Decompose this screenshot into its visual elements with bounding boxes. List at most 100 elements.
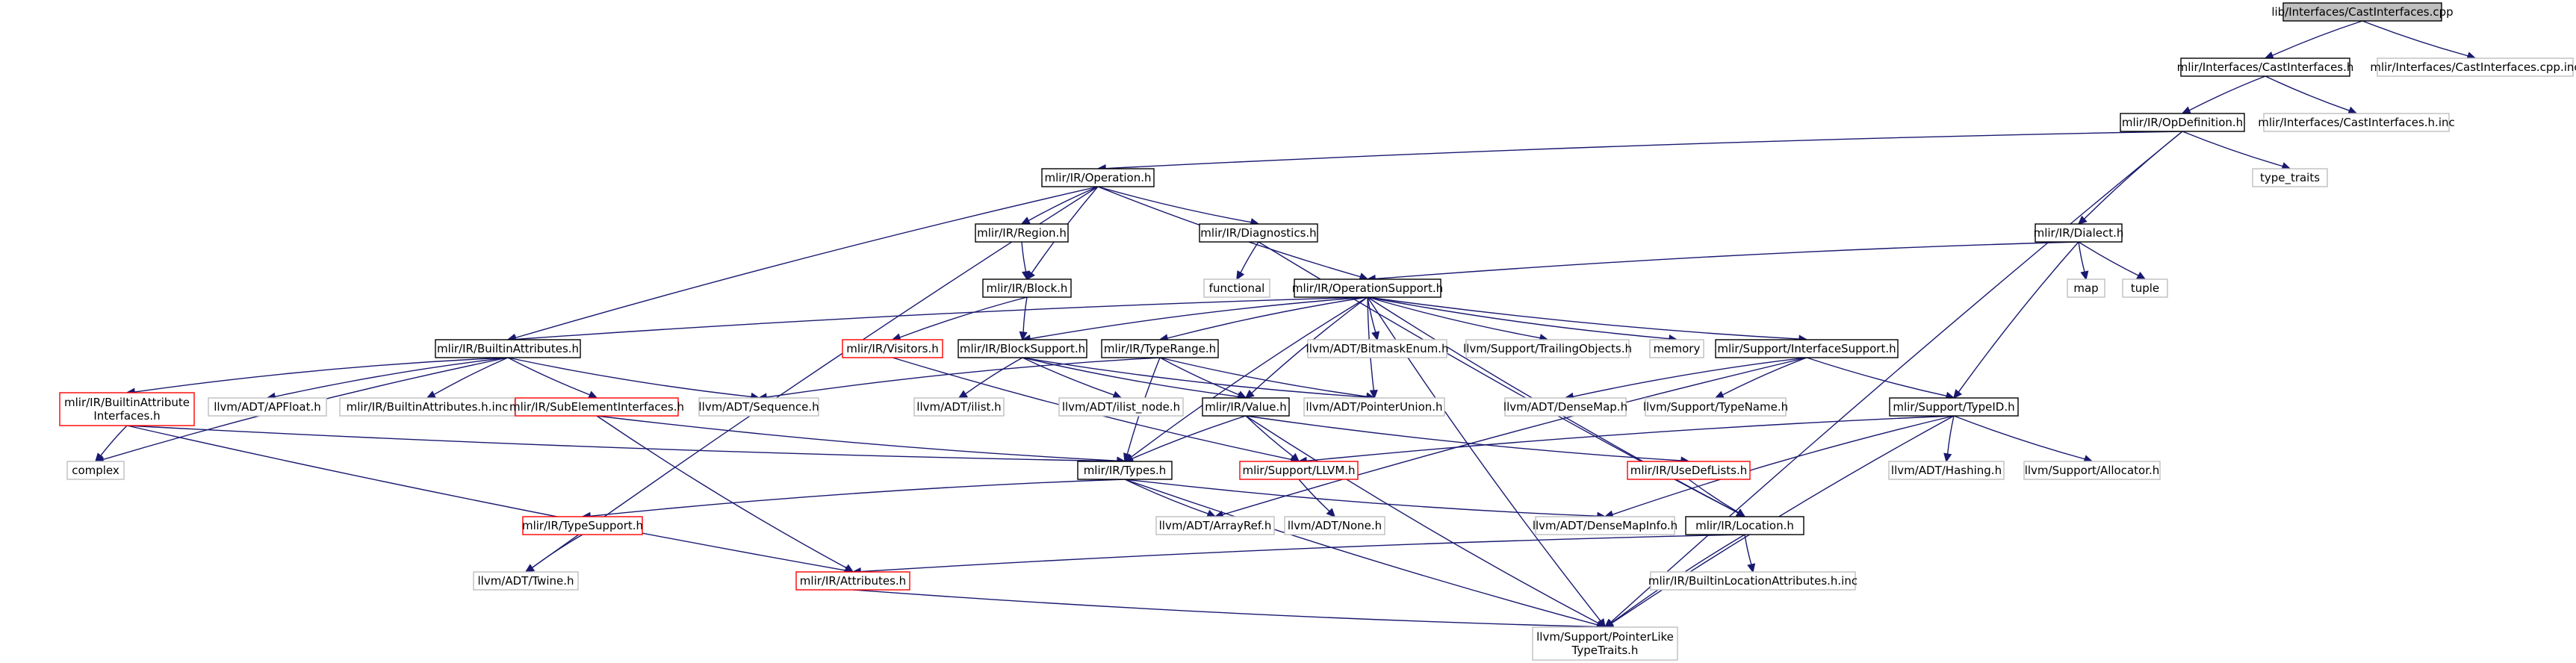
node-label: llvm/ADT/DenseMap.h	[1503, 400, 1627, 414]
node-label: mlir/IR/BlockSupport.h	[960, 342, 1085, 355]
edge-builtinattributeinterfaces-h-to-attributes-h	[126, 425, 854, 575]
edge-castinterfaces-cpp-to-castinterfaces-cpp-inc	[2362, 20, 2477, 60]
edge-subelementinterfaces-h-to-types-h	[596, 415, 1126, 465]
edge-line	[1688, 479, 1739, 514]
node-block-h[interactable]: mlir/IR/Block.h	[982, 278, 1072, 298]
node-none-h: llvm/ADT/None.h	[1284, 516, 1385, 535]
node-operation-h[interactable]: mlir/IR/Operation.h	[1041, 168, 1155, 187]
node-dialect-h[interactable]: mlir/IR/Dialect.h	[2034, 223, 2124, 243]
edge-line	[274, 357, 509, 398]
node-interfacesupport-h[interactable]: mlir/Support/InterfaceSupport.h	[1715, 339, 1899, 358]
node-label: mlir/IR/Location.h	[1695, 519, 1794, 532]
edge-line	[1022, 357, 1114, 396]
edge-line	[1124, 479, 1598, 626]
edge-line	[1245, 415, 1294, 458]
node-label: mlir/IR/OpDefinition.h	[2122, 116, 2243, 129]
node-pointerunion-h: llvm/ADT/PointerUnion.h	[1303, 397, 1445, 417]
node-allocator-h: llvm/Support/Allocator.h	[2023, 461, 2161, 480]
node-builtinattributes-h[interactable]: mlir/IR/BuiltinAttributes.h	[435, 339, 581, 358]
node-region-h[interactable]: mlir/IR/Region.h	[975, 223, 1069, 243]
node-types-h[interactable]: mlir/IR/Types.h	[1077, 461, 1173, 480]
node-label: llvm/Support/PointerLike	[1536, 630, 1674, 644]
node-typeid-h[interactable]: mlir/Support/TypeID.h	[1889, 397, 2019, 417]
node-box	[2122, 278, 2168, 298]
edge-builtinattributes-h-to-apfloat-h	[266, 357, 509, 401]
node-box	[473, 571, 579, 591]
edge-interfacesupport-h-to-arrayref-h	[1214, 357, 1807, 519]
node-box	[2180, 57, 2350, 77]
edge-line	[2265, 75, 2350, 111]
node-label: mlir/IR/Value.h	[1205, 400, 1287, 414]
edge-arrowhead	[1943, 452, 1952, 463]
node-operationsupport-h[interactable]: mlir/IR/OperationSupport.h	[1292, 278, 1443, 298]
node-blocksupport-h[interactable]: mlir/IR/BlockSupport.h	[958, 339, 1087, 358]
node-trailingobjects-h: llvm/Support/TrailingObjects.h	[1463, 339, 1632, 358]
node-label: complex	[72, 464, 120, 477]
node-apfloat-h: llvm/ADT/APFloat.h	[208, 397, 327, 417]
node-box	[1058, 397, 1184, 417]
node-label: mlir/Interfaces/CastInterfaces.cpp.inc	[2370, 60, 2576, 74]
edge-line	[1022, 296, 1028, 333]
node-box	[1307, 339, 1447, 358]
node-opdefinition-h[interactable]: mlir/IR/OpDefinition.h	[2120, 113, 2245, 132]
edge-blocksupport-h-to-ilist-h	[958, 357, 1023, 399]
edge-line	[1022, 357, 1368, 398]
node-subelementinterfaces-h[interactable]: mlir/IR/SubElementInterfaces.h	[509, 397, 684, 417]
edges-layer	[94, 20, 2477, 632]
edge-line	[1130, 296, 1368, 458]
edge-line	[531, 534, 583, 569]
edge-operationsupport-h-to-types-h	[1123, 296, 1368, 462]
node-label: llvm/ADT/ilist.h	[916, 400, 1001, 414]
edge-arrowhead	[2347, 106, 2358, 115]
edge-line	[126, 425, 846, 571]
node-box	[1504, 397, 1627, 417]
node-label: mlir/Support/InterfaceSupport.h	[1717, 342, 1896, 355]
edge-dialect-h-to-operationsupport-h	[1366, 241, 2079, 284]
node-box	[1649, 339, 1704, 358]
node-box	[1645, 397, 1787, 417]
node-box	[795, 571, 910, 591]
node-box	[515, 397, 679, 417]
node-typesupport-h[interactable]: mlir/IR/TypeSupport.h	[522, 516, 643, 535]
edge-builtinattributes-h-to-subelementinterfaces-h	[507, 357, 598, 399]
node-builtinlocationattributes-h-inc: mlir/IR/BuiltinLocationAttributes.h.inc	[1648, 571, 1857, 591]
node-castinterfaces-h[interactable]: mlir/Interfaces/CastInterfaces.h	[2177, 57, 2354, 77]
edge-line	[134, 357, 509, 393]
node-usedeflists-h[interactable]: mlir/IR/UseDefLists.h	[1627, 461, 1751, 480]
node-label: mlir/IR/TypeSupport.h	[522, 519, 643, 532]
node-hashing-h: llvm/ADT/Hashing.h	[1888, 461, 2005, 480]
node-map: map	[2067, 278, 2105, 298]
node-llvm-h[interactable]: mlir/Support/LLVM.h	[1239, 461, 1359, 480]
node-label: mlir/IR/Block.h	[987, 281, 1068, 295]
edge-typeid-h-to-hashing-h	[1943, 415, 1955, 463]
edge-line	[1124, 479, 1208, 514]
node-castinterfaces-cpp[interactable]: lib/Interfaces/CastInterfaces.cpp	[2271, 2, 2454, 22]
node-location-h[interactable]: mlir/IR/Location.h	[1685, 516, 1804, 535]
nodes-layer: lib/Interfaces/CastInterfaces.cpp mlir/In…	[59, 2, 2576, 661]
node-box	[208, 397, 327, 417]
node-label: Interfaces.h	[93, 409, 160, 423]
node-typerange-h[interactable]: mlir/IR/TypeRange.h	[1101, 339, 1219, 358]
node-label: llvm/ADT/DenseMapInfo.h	[1533, 519, 1677, 532]
edge-dialect-h-to-typeid-h	[1952, 241, 2079, 399]
edge-line	[126, 425, 1118, 462]
node-box	[1294, 278, 1441, 298]
edge-arrowhead	[843, 564, 854, 573]
edge-line	[1021, 241, 1027, 273]
node-label: lib/Interfaces/CastInterfaces.cpp	[2271, 5, 2453, 19]
edge-types-h-to-arrayref-h	[1124, 479, 1217, 518]
edge-operationsupport-h-to-builtinattributes-h	[506, 296, 1368, 344]
edge-operationsupport-h-to-blocksupport-h	[1021, 296, 1368, 343]
node-label: mlir/IR/OperationSupport.h	[1292, 281, 1443, 295]
node-label: llvm/ADT/Twine.h	[477, 574, 574, 588]
edge-line	[1167, 296, 1368, 339]
edge-line	[1744, 534, 1752, 565]
node-value-h[interactable]: mlir/IR/Value.h	[1202, 397, 1290, 417]
node-box	[339, 397, 515, 417]
node-visitors-h[interactable]: mlir/IR/Visitors.h	[842, 339, 943, 358]
edge-typeid-h-to-allocator-h	[1953, 415, 2094, 463]
node-attributes-h[interactable]: mlir/IR/Attributes.h	[795, 571, 910, 591]
node-diagnostics-h[interactable]: mlir/IR/Diagnostics.h	[1199, 223, 1318, 243]
